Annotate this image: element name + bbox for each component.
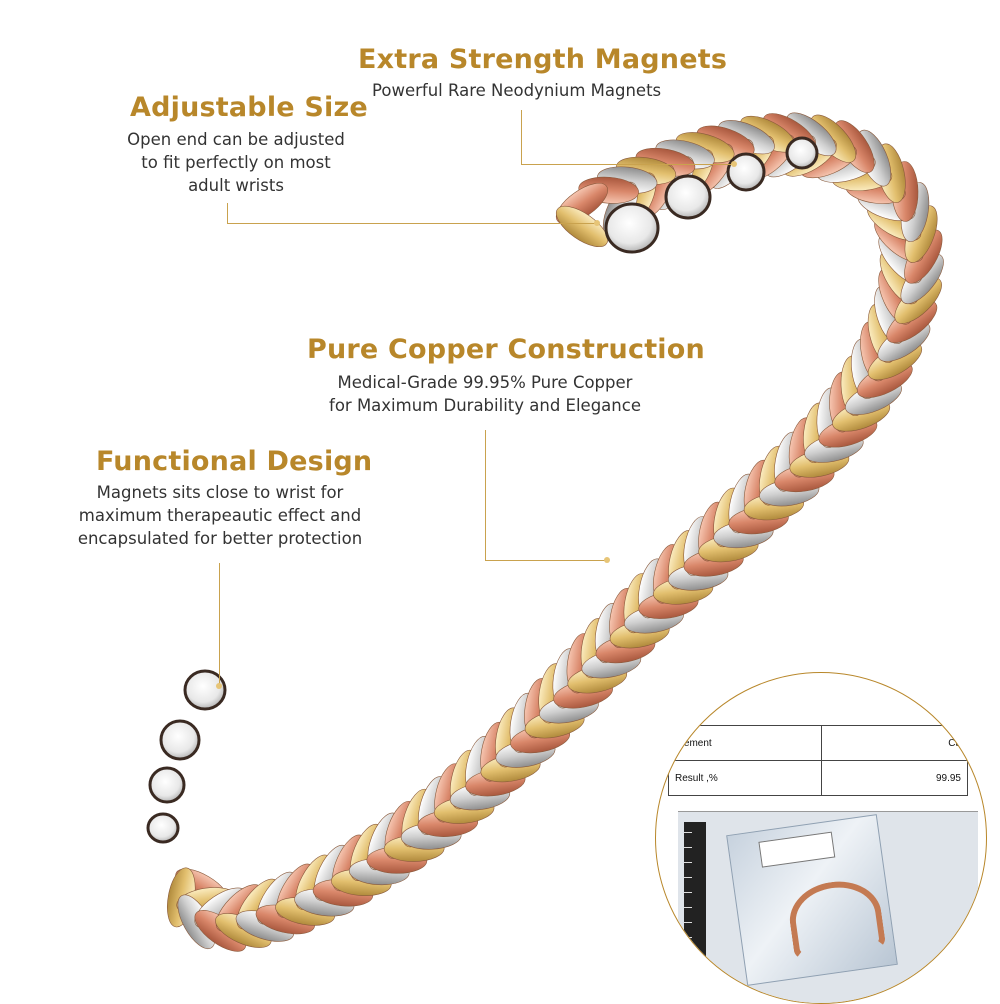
adjustable-description: Open end can be adjusted to fit perfectl… bbox=[125, 128, 347, 197]
copper-title: Pure Copper Construction bbox=[307, 334, 705, 365]
magnet bbox=[726, 152, 766, 192]
functional-line-3: encapsulated for better protection bbox=[77, 529, 363, 548]
copper-line-1: Medical-Grade 99.95% Pure Copper bbox=[337, 373, 633, 392]
functional-leader-line bbox=[219, 563, 221, 685]
certificate-year: 2008 bbox=[676, 713, 699, 724]
functional-title: Functional Design bbox=[96, 446, 373, 477]
magnet bbox=[604, 202, 660, 254]
copper-leader-dot bbox=[604, 557, 610, 563]
adjustable-title: Adjustable Size bbox=[130, 92, 368, 123]
functional-line-1: Magnets sits close to wrist for bbox=[96, 483, 344, 502]
functional-leader-dot bbox=[216, 683, 222, 689]
sample-cuff-image bbox=[785, 875, 887, 960]
copper-line-2: for Maximum Durability and Elegance bbox=[329, 396, 641, 415]
magnets-description: Powerful Rare Neodynium Magnets bbox=[372, 79, 661, 102]
table-cell-value: Cu bbox=[821, 725, 968, 761]
certificate-table: Element Cu Result ,% 99.95 bbox=[668, 725, 968, 796]
braided-band bbox=[167, 112, 944, 952]
table-cell-label: Result ,% bbox=[668, 760, 822, 796]
adjustable-leader-dot bbox=[594, 220, 600, 226]
table-row: Result ,% 99.95 bbox=[668, 760, 968, 796]
sample-photo bbox=[678, 811, 978, 1003]
adjustable-leader-line bbox=[227, 203, 598, 224]
magnet bbox=[183, 669, 227, 711]
magnets-line-1: Powerful Rare Neodynium Magnets bbox=[372, 81, 662, 100]
adjustable-line-1: Open end can be adjusted bbox=[127, 130, 345, 149]
magnet bbox=[148, 766, 186, 804]
magnet bbox=[785, 136, 819, 170]
magnets bbox=[146, 136, 819, 844]
table-cell-value: 99.95 bbox=[821, 760, 968, 796]
magnet bbox=[664, 174, 712, 220]
certificate-sheet: 2008 Element Cu Result ,% 99.95 bbox=[656, 673, 986, 1003]
adjustable-line-2: to fit perfectly on most bbox=[141, 153, 331, 172]
functional-line-2: maximum therapeautic effect and bbox=[78, 506, 362, 525]
table-row: Element Cu bbox=[668, 725, 968, 761]
copper-leader-line bbox=[485, 430, 608, 561]
copper-description: Medical-Grade 99.95% Pure Copper for Max… bbox=[320, 371, 650, 417]
magnets-title: Extra Strength Magnets bbox=[358, 44, 728, 75]
table-cell-label: Element bbox=[668, 725, 822, 761]
adjustable-line-3: adult wrists bbox=[188, 176, 284, 195]
magnet bbox=[159, 719, 201, 761]
magnets-leader-line bbox=[521, 110, 734, 165]
ruler-image bbox=[684, 822, 706, 992]
braid-strand bbox=[555, 205, 608, 248]
certificate-inset: 2008 Element Cu Result ,% 99.95 bbox=[655, 672, 987, 1004]
functional-description: Magnets sits close to wrist for maximum … bbox=[70, 481, 370, 550]
sample-bag-image bbox=[726, 814, 898, 986]
magnets-leader-dot bbox=[731, 161, 737, 167]
magnet bbox=[146, 812, 180, 844]
bag-label-image bbox=[758, 831, 836, 868]
